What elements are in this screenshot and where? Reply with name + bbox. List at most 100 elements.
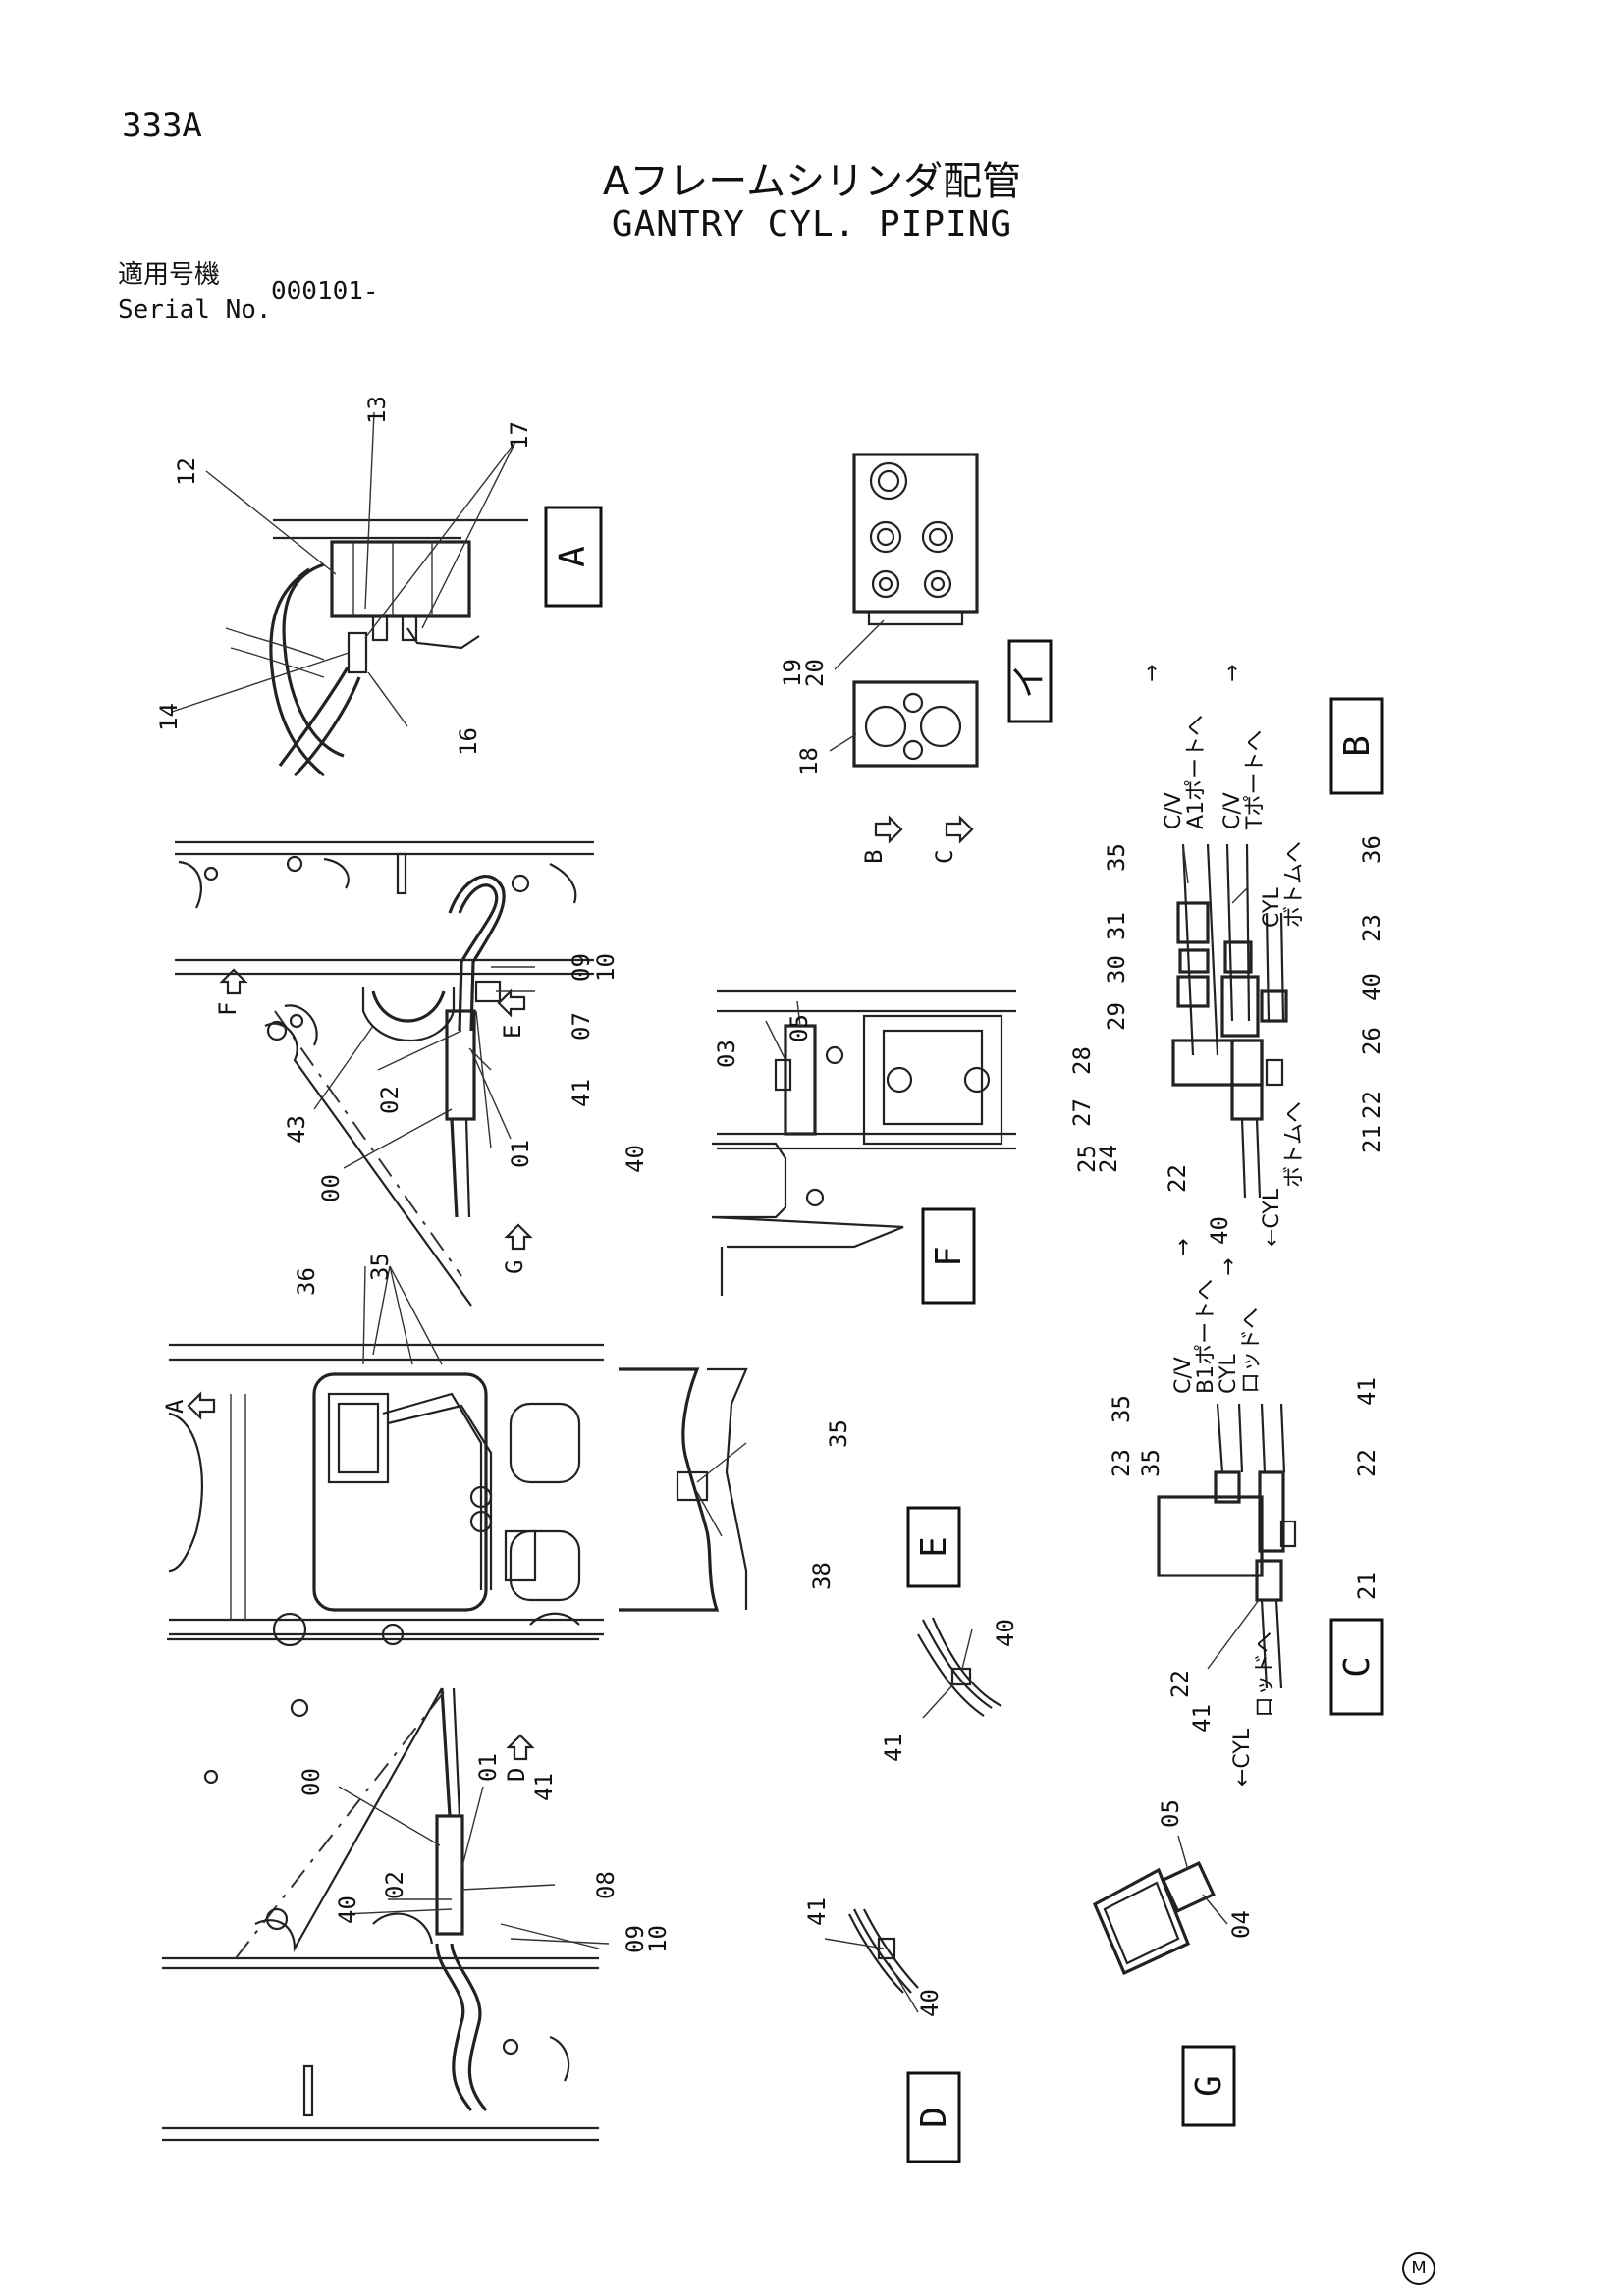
part-01-lower: 01 [474,1753,502,1782]
part-10-lower: 10 [644,1925,672,1953]
view-a-detail [171,411,603,777]
part-00-upper: 00 [317,1174,345,1202]
part-41-c-low: 41 [1188,1704,1216,1733]
view-tag-y: イ [1009,664,1050,699]
part-40-e: 40 [992,1619,1019,1647]
part-10: 10 [592,953,620,982]
hose-clamp-detail [917,1617,1002,1719]
part-22-c-low: 22 [1166,1670,1194,1698]
note-bottom-top: ボトムへ [1282,841,1307,928]
view-tag-c: C [1337,1656,1378,1678]
part-13: 13 [363,396,391,424]
part-27: 27 [1068,1098,1096,1127]
part-09-lower: 09 [622,1925,649,1953]
part-38: 38 [808,1562,836,1590]
part-17: 17 [506,421,533,450]
note-up-a1: → [1140,665,1164,682]
view-tag-g-box [1181,2045,1236,2127]
view-tag-e: E [914,1536,954,1558]
title-japanese: Aフレームシリンダ配管 [602,159,1022,204]
note-cyl-rod: CYL [1217,1354,1241,1394]
part-21-b: 21 [1358,1125,1385,1153]
note-up-t: → [1220,665,1245,682]
view-tag-g: G [1189,2075,1229,2097]
part-35-c2: 35 [1137,1449,1164,1477]
arrow-a-icon [187,1391,216,1420]
part-12: 12 [173,457,200,486]
part-05-g: 05 [1157,1799,1184,1828]
part-23-b: 23 [1358,914,1385,942]
arrow-label-c: C [931,850,958,864]
arrow-label-a: A [161,1399,189,1414]
arrow-label-g: G [501,1260,528,1274]
arrow-g-icon [504,1223,533,1251]
part-02-lower: 02 [381,1871,408,1899]
manufacturer-mark-icon: M [1402,2252,1435,2285]
part-41-c: 41 [1353,1377,1380,1406]
note-rod-c: ロッドへ [1253,1631,1277,1718]
serial-label-block: 適用号機 Serial No. [118,257,272,328]
part-05-f: 05 [785,1014,813,1042]
arrow-label-d: D [503,1768,530,1782]
part-40-b: 40 [1206,1216,1233,1245]
part-35-b: 35 [1103,843,1130,872]
note-up-rod: → [1217,1258,1241,1276]
arrow-e-icon [497,988,526,1018]
part-41-d: 41 [803,1897,831,1926]
part-07: 07 [568,1012,595,1041]
arrow-label-e: E [499,1025,526,1039]
port-notes: C/V A1ポートへ → C/V Tポートへ → CYL ボトムへ ←CYL ボ… [1140,665,1307,1787]
note-cv-a1: C/V [1162,792,1186,829]
arrow-label-b: B [860,850,888,864]
view-tag-c-box [1329,1618,1384,1716]
part-03: 03 [713,1040,740,1068]
part-35-c1: 35 [1108,1395,1135,1423]
arrow-label-f: F [214,1002,242,1016]
note-rod: ロッドへ [1239,1308,1264,1394]
title-english: GANTRY CYL. PIPING [611,204,1013,244]
view-tag-f-box [921,1207,976,1305]
arrow-f-icon [219,968,248,995]
view-d-detail [824,1908,961,2163]
gantry-cylinder-upper [175,840,594,1307]
part-18: 18 [795,747,823,775]
part-40-upper: 40 [622,1145,649,1173]
note-cv-a1-port: A1ポートへ [1184,715,1209,829]
part-30: 30 [1103,955,1130,984]
part-number-labels: 12 13 17 14 16 19 20 18 09 10 07 41 40 0… [155,396,1385,2017]
part-00-lower: 00 [298,1768,325,1796]
part-22-c: 22 [1353,1449,1380,1477]
part-31: 31 [1103,912,1130,940]
view-f-detail [711,989,1016,1305]
view-tag-e-box [906,1506,961,1588]
part-43: 43 [283,1115,310,1144]
view-tag-a-box [544,506,603,608]
part-24: 24 [1095,1145,1122,1173]
part-02-upper: 02 [376,1086,404,1114]
part-09: 09 [568,953,595,982]
note-cv-t-port: Tポートへ [1243,730,1268,830]
page-id: 333A [122,106,202,145]
part-36-b: 36 [1358,835,1385,864]
part-40-lower: 40 [334,1896,361,1924]
part-41-e: 41 [880,1734,907,1762]
part-01-upper: 01 [507,1140,534,1168]
part-25: 25 [1073,1145,1101,1173]
frame-plan-view [167,1265,604,1647]
part-22-b: 22 [1358,1091,1385,1119]
part-35-center: 35 [366,1253,394,1281]
part-20: 20 [801,659,829,687]
view-tag-b-box [1329,697,1384,795]
arrow-d-icon [506,1734,535,1761]
part-14: 14 [155,703,183,731]
part-36-center: 36 [293,1267,320,1296]
part-28: 28 [1068,1046,1096,1075]
part-41-upper: 41 [568,1079,595,1107]
view-tag-f: F [929,1246,969,1267]
view-y-valve [829,453,1053,844]
view-c-detail [1157,1403,1384,1716]
part-22-b-low: 22 [1164,1164,1191,1193]
arrow-b-icon [874,815,903,844]
view-tag-a: A [553,546,593,567]
part-40-b-right: 40 [1358,973,1385,1001]
